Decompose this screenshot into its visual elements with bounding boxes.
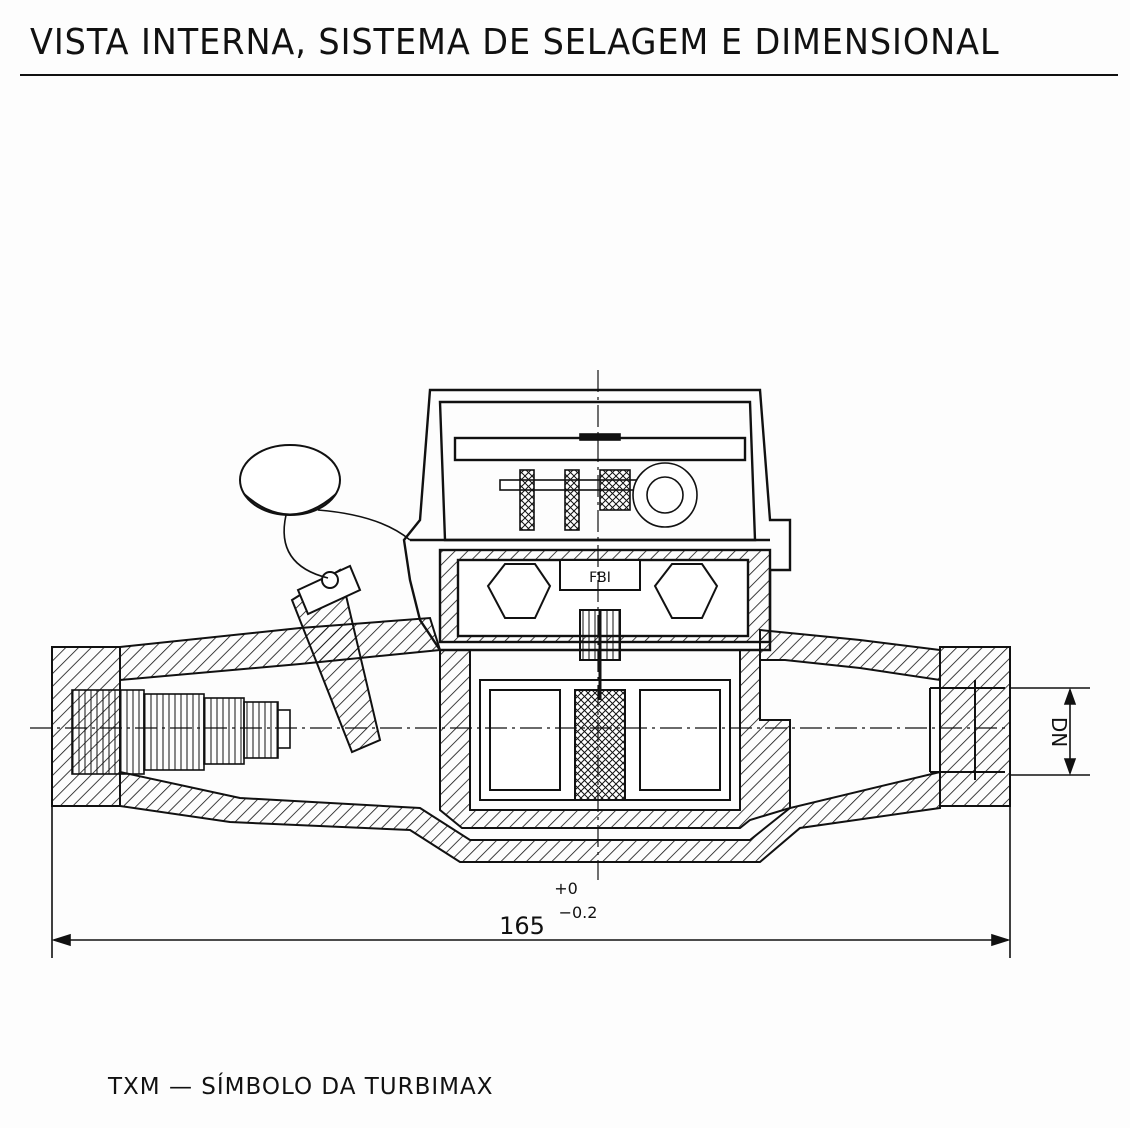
page-title: VISTA INTERNA, SISTEMA DE SELAGEM E DIME… xyxy=(30,22,1000,63)
length-dimension: 165 +0 −0.2 xyxy=(51,806,1011,958)
turbine-rotor xyxy=(479,609,731,801)
dn-dimension: DN xyxy=(1010,687,1090,776)
outlet-bore xyxy=(929,680,1005,780)
title-underline xyxy=(20,74,1118,76)
magnetic-coupling: FBI xyxy=(486,559,719,619)
nameplate-label: FBI xyxy=(589,570,611,586)
tolerance-lower: −0.2 xyxy=(559,903,598,922)
regulator-screw xyxy=(290,564,382,754)
length-value: 165 xyxy=(499,912,545,940)
inlet-strainer xyxy=(71,689,291,775)
caption: TXM — SÍMBOLO DA TURBIMAX xyxy=(108,1074,494,1100)
seal-cap xyxy=(239,444,411,579)
centerlines xyxy=(30,370,1010,880)
dn-label: DN xyxy=(1047,717,1071,747)
tolerance-upper: +0 xyxy=(554,879,578,898)
gear-train xyxy=(499,433,698,531)
